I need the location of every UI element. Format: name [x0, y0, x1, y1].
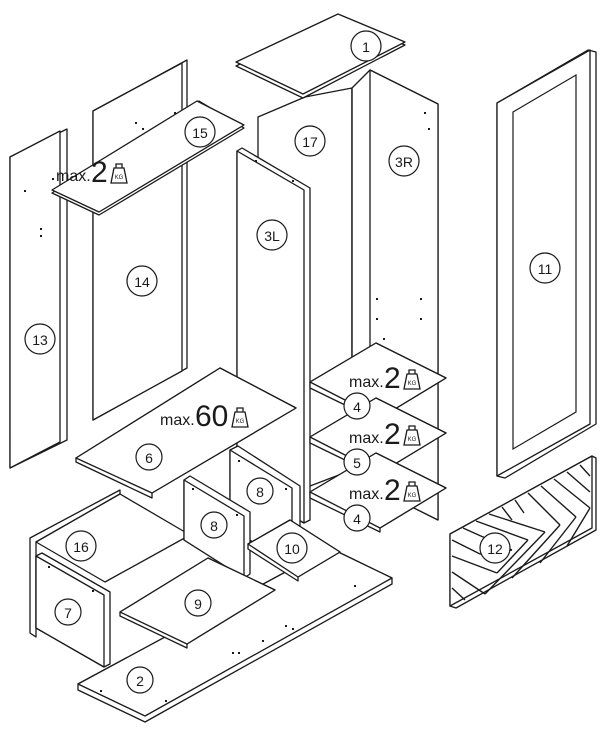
load-prefix: max. [349, 430, 384, 447]
load-value: 2 [91, 156, 108, 189]
weight-icon: KG [403, 481, 421, 502]
part-number: 9 [194, 596, 202, 612]
part-number: 14 [134, 274, 150, 290]
callout-p14: 14 [126, 265, 158, 297]
panel-14 [92, 59, 188, 421]
part-number: 4 [353, 511, 361, 527]
callout-circle [126, 666, 154, 694]
callout-circle [200, 511, 228, 539]
load-prefix: max. [349, 486, 384, 503]
part-number: 7 [64, 605, 72, 621]
callout-p13: 13 [24, 323, 56, 355]
callout-circle [276, 532, 308, 564]
callout-circle [184, 589, 212, 617]
load-prefix: max. [56, 168, 91, 185]
callout-p12: 12 [479, 532, 511, 564]
part-number: 8 [210, 518, 218, 534]
shelf-6 [75, 367, 297, 499]
part-number: 8 [256, 484, 264, 500]
part-number: 13 [32, 332, 48, 348]
weight-icon: KG [403, 425, 421, 446]
callout-circle [294, 125, 326, 157]
callout-p11: 11 [529, 252, 561, 284]
load-prefix: max. [349, 374, 384, 391]
callout-circle [529, 252, 561, 284]
load-value: 2 [384, 474, 401, 507]
weight-unit: KG [115, 175, 124, 181]
callout-circle [343, 448, 371, 476]
callout-p3R: 3R [388, 145, 420, 177]
part-number: 2 [136, 673, 144, 689]
part-number: 1 [362, 39, 370, 55]
load-value: 60 [195, 400, 228, 433]
callout-circle [479, 532, 511, 564]
part-number: 10 [284, 541, 300, 557]
callout-circle [246, 477, 274, 505]
part-number: 5 [353, 455, 361, 471]
callout-circle [126, 265, 158, 297]
panel-13 [9, 128, 68, 469]
callout-p2: 2 [126, 666, 154, 694]
callout-p15: 15 [184, 116, 216, 148]
callout-p4b: 4 [343, 504, 371, 532]
weight-icon: KG [231, 407, 249, 428]
part-number: 16 [73, 539, 89, 555]
part-number: 6 [145, 450, 153, 466]
weight-unit: KG [408, 493, 417, 499]
part-number: 3R [395, 154, 413, 170]
callout-circle [135, 443, 163, 471]
callout-circle [24, 323, 56, 355]
weight-icon: KG [403, 369, 421, 390]
callout-p7: 7 [54, 598, 82, 626]
part-number: 17 [302, 134, 318, 150]
callout-p6: 6 [135, 443, 163, 471]
part-number: 3L [264, 228, 280, 244]
callout-circle [65, 530, 97, 562]
callout-p4a: 4 [343, 392, 371, 420]
load-value: 2 [384, 418, 401, 451]
callout-p17: 17 [294, 125, 326, 157]
callout-circle [350, 30, 382, 62]
weight-unit: KG [408, 437, 417, 443]
load-prefix: max. [160, 412, 195, 429]
callout-circle [343, 392, 371, 420]
part-number: 15 [192, 125, 208, 141]
callout-p1: 1 [350, 30, 382, 62]
callout-p8b: 8 [200, 511, 228, 539]
part-number: 12 [487, 541, 503, 557]
callout-circle [54, 598, 82, 626]
weight-icon: KG [110, 163, 128, 184]
part-number: 4 [353, 399, 361, 415]
callout-p8a: 8 [246, 477, 274, 505]
callout-circle [184, 116, 216, 148]
callout-p5: 5 [343, 448, 371, 476]
callout-circle [388, 145, 420, 177]
weight-unit: KG [408, 381, 417, 387]
callout-p9: 9 [184, 589, 212, 617]
part-number: 11 [538, 261, 553, 277]
load-value: 2 [384, 362, 401, 395]
callout-circle [256, 219, 288, 251]
kick-plate-12 [449, 455, 597, 609]
weight-unit: KG [236, 419, 245, 425]
callout-p10: 10 [276, 532, 308, 564]
callout-p3L: 3L [256, 219, 288, 251]
callout-circle [343, 504, 371, 532]
callout-p16: 16 [65, 530, 97, 562]
